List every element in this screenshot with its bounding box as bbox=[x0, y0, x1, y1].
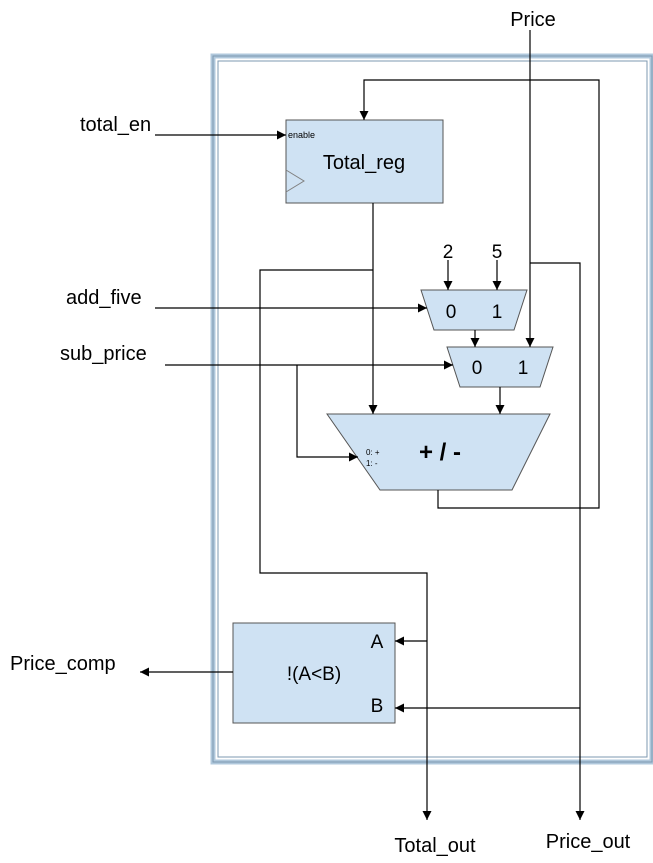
total-en-port-label: total_en bbox=[80, 114, 151, 136]
mux-top: 0 1 bbox=[420, 289, 528, 331]
wires bbox=[140, 30, 600, 820]
enable-label: enable bbox=[288, 130, 315, 140]
mux-bottom-sel0: 0 bbox=[472, 358, 483, 379]
price-comp-port-label: Price_comp bbox=[10, 653, 116, 675]
wire-price-branch bbox=[530, 262, 585, 820]
const-5-label: 5 bbox=[492, 242, 503, 263]
total-out-port-label: Total_out bbox=[394, 835, 476, 857]
alu-mode0-label: 0: + bbox=[366, 448, 380, 457]
sub-price-port-label: sub_price bbox=[60, 343, 147, 365]
total-reg-label: Total_reg bbox=[323, 152, 405, 174]
price-out-port-label: Price_out bbox=[546, 831, 631, 853]
alu-op-label: + / - bbox=[419, 439, 461, 466]
total-reg-block: enable Total_reg bbox=[285, 119, 444, 204]
mux-top-sel0: 0 bbox=[446, 302, 457, 323]
alu-block: + / - 0: + 1: - bbox=[326, 413, 551, 491]
alu-mode1-label: 1: - bbox=[366, 459, 378, 468]
comparator-in-a: A bbox=[371, 632, 384, 653]
wire-sub-price-alu bbox=[296, 365, 358, 462]
wire-total-branch bbox=[259, 269, 432, 820]
mux-bottom: 0 1 bbox=[446, 346, 554, 388]
mux-top-sel1: 1 bbox=[492, 302, 503, 323]
mux-bottom-sel1: 1 bbox=[518, 358, 529, 379]
module-frame bbox=[210, 53, 653, 765]
wire-alu-feedback bbox=[359, 79, 600, 509]
comparator-expr: !(A<B) bbox=[287, 664, 341, 685]
add-five-port-label: add_five bbox=[66, 287, 142, 309]
comparator-in-b: B bbox=[371, 696, 384, 717]
const-2-label: 2 bbox=[443, 242, 454, 263]
price-port-label: Price bbox=[510, 9, 556, 31]
comparator-block: A !(A<B) B bbox=[232, 622, 396, 724]
